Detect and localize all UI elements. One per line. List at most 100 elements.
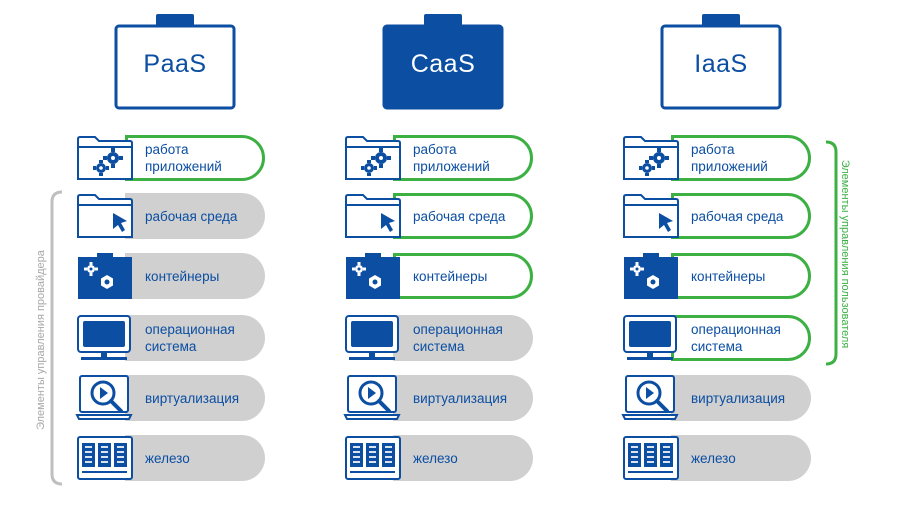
layer-os: операционная система [75,313,275,363]
folder-cursor-icon [621,191,681,241]
monitor-icon [343,313,403,363]
layer-label-line: контейнеры [145,268,220,284]
server-racks-icon [343,433,403,483]
stack-paas: PaaS работа приложений рабочая среда контей… [75,0,275,506]
layer-label-line: рабочая среда [691,208,784,224]
folder-cursor-icon [75,191,135,241]
layer-label-line: железо [145,450,190,466]
provider-managed-pill [125,253,265,299]
provider-managed-pill [393,375,533,421]
server-racks-icon [75,433,135,483]
model-title: IaaS [694,50,748,78]
layer-label-line: контейнеры [413,268,488,284]
laptop-magnifier-icon [621,373,681,423]
layer-hw: железо [621,433,821,483]
monitor-icon [75,313,135,363]
layer-label-line: работа [691,142,735,157]
provider-managed-pill [393,435,533,481]
layer-label: операционная система [413,313,535,363]
layer-virt: виртуализация [621,373,821,423]
provider-managed-pill [125,315,265,361]
container-gear-icon [343,251,403,301]
layer-label: железо [413,433,535,483]
provider-managed-pill [671,375,811,421]
layer-runtime: рабочая среда [75,191,275,241]
case-iaas: IaaS [659,12,783,110]
user-managed-pill [393,253,533,299]
model-title: CaaS [410,50,476,78]
layer-label: контейнеры [691,251,813,301]
layer-label-line: рабочая среда [145,208,238,224]
layer-label-line: приложений [413,159,490,174]
layer-label: операционная система [145,313,267,363]
server-racks-icon [621,433,681,483]
layer-label: рабочая среда [691,191,813,241]
container-gear-icon [75,251,135,301]
provider-managed-pill [671,435,811,481]
user-managed-pill [671,193,811,239]
layer-label-line: операционная [413,322,503,337]
monitor-icon [621,313,681,363]
user-bracket [825,140,838,366]
layer-label: рабочая среда [413,191,535,241]
layer-containers: контейнеры [343,251,543,301]
layer-label-line: железо [413,450,458,466]
layer-label: виртуализация [413,373,535,423]
case-paas: PaaS [113,12,237,110]
layer-hw: железо [75,433,275,483]
layer-label: контейнеры [413,251,535,301]
layer-label-line: система [145,339,197,354]
layer-runtime: рабочая среда [621,191,821,241]
layer-label: железо [691,433,813,483]
provider-bracket [50,190,63,486]
folder-gear-icon [343,133,403,183]
layer-label-line: система [413,339,465,354]
model-title: PaaS [143,50,207,78]
layer-label-line: операционная [145,322,235,337]
layer-label-line: система [691,339,743,354]
layer-label: операционная система [691,313,813,363]
layer-label-line: железо [691,450,736,466]
layer-label: рабочая среда [145,191,267,241]
layer-label: работа приложений [145,133,267,183]
stack-iaas: IaaS работа приложений рабочая среда контей… [621,0,821,506]
layer-label: железо [145,433,267,483]
layer-runtime: рабочая среда [343,191,543,241]
laptop-magnifier-icon [343,373,403,423]
laptop-magnifier-icon [75,373,135,423]
user-managed-pill [671,253,811,299]
user-managed-pill [671,135,811,181]
folder-gear-icon [621,133,681,183]
folder-cursor-icon [343,191,403,241]
provider-managed-pill [125,193,265,239]
provider-managed-pill [125,375,265,421]
layer-apps: работа приложений [75,133,275,183]
provider-managed-pill [393,315,533,361]
layer-virt: виртуализация [343,373,543,423]
provider-side-label: Элементы управления провайдера [35,250,47,430]
layer-label-line: виртуализация [413,390,508,406]
layer-label: работа приложений [691,133,813,183]
layer-label-line: операционная [691,322,781,337]
layer-apps: работа приложений [621,133,821,183]
layer-containers: контейнеры [75,251,275,301]
layer-label-line: рабочая среда [413,208,506,224]
layer-label: контейнеры [145,251,267,301]
layer-label-line: виртуализация [691,390,786,406]
provider-managed-pill [125,435,265,481]
layer-label: виртуализация [145,373,267,423]
layer-label-line: приложений [145,159,222,174]
case-caas: CaaS [381,12,505,110]
layer-label-line: приложений [691,159,768,174]
layer-virt: виртуализация [75,373,275,423]
container-gear-icon [621,251,681,301]
layer-os: операционная система [621,313,821,363]
layer-label-line: работа [145,142,189,157]
folder-gear-icon [75,133,135,183]
layer-label-line: контейнеры [691,268,766,284]
layer-label: виртуализация [691,373,813,423]
layer-containers: контейнеры [621,251,821,301]
